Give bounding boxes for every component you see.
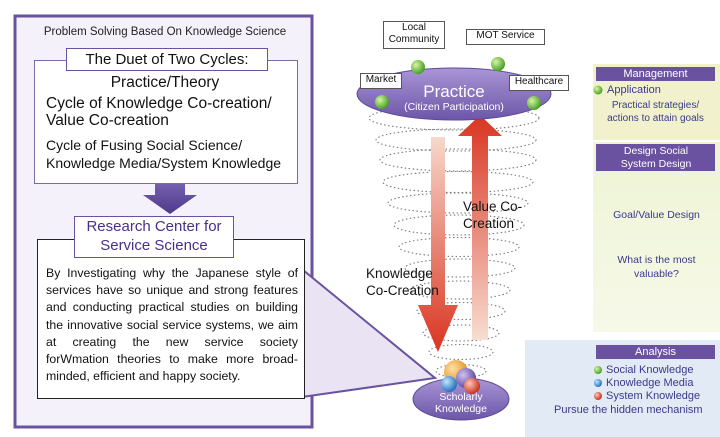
system-knowledge-label: System Knowledge (606, 390, 701, 402)
research-center-title: Research Center for Service Science (74, 216, 234, 258)
blue-sphere (441, 376, 457, 392)
body-text: By Investigating why the Japanese style … (46, 266, 298, 384)
duet-line-practice-theory: Practice/Theory (110, 74, 220, 91)
hidden-mechanism-label: Pursue the hidden mechanism (554, 404, 703, 416)
local-community-label: Local Community (383, 21, 445, 49)
social-knowledge-label: Social Knowledge (606, 364, 694, 376)
value-cocreation-label: Value Co-Creation (463, 199, 523, 231)
design-header-bg (596, 144, 715, 171)
system-knowledge-bullet (594, 392, 602, 400)
practice-label: Practice (423, 82, 485, 101)
design-panel-bg (593, 142, 720, 332)
body-box (37, 239, 305, 399)
spiral (368, 105, 540, 379)
citizen-participation-label: (Citizen Participation) (404, 101, 504, 113)
mot-service-label: MOT Service (466, 29, 545, 45)
knowledge-cocreation-arrow (418, 137, 458, 352)
duet-box (34, 60, 298, 184)
red-sphere (464, 378, 480, 394)
application-label: Application (607, 84, 661, 96)
down-arrow (143, 180, 197, 214)
design-header: Design Social System Design (620, 145, 692, 170)
social-knowledge-bullet (594, 366, 602, 374)
goal-value-design: Goal/Value Design (613, 209, 700, 221)
value-cocreation-arrow (458, 115, 502, 340)
duet-line-fusing: Cycle of Fusing Social Science/ Knowledg… (46, 137, 282, 171)
green-sphere-healthcare (527, 96, 541, 110)
most-valuable-question: What is the most valuable? (617, 254, 696, 280)
green-sphere-market (375, 95, 389, 109)
knowledge-media-label: Knowledge Media (606, 377, 694, 389)
management-header-bg (596, 67, 715, 81)
left-panel-title: Problem Solving Based On Knowledge Scien… (43, 26, 287, 38)
green-sphere-community (411, 60, 425, 74)
scholarly-knowledge-label: Scholarly Knowledge (435, 391, 487, 415)
healthcare-label: Healthcare (509, 75, 569, 91)
knowledge-cocreation-label: Knowledge Co-Creation (366, 266, 439, 298)
duet-title: The Duet of Two Cycles: (66, 48, 268, 71)
analysis-header: Analysis (635, 346, 676, 358)
market-label: Market (360, 73, 402, 89)
practice-ellipse (356, 67, 552, 121)
management-header: Management (623, 68, 688, 80)
duet-line-cocreation: Cycle of Knowledge Co-creation/ Value Co… (46, 95, 272, 129)
green-sphere-mot (491, 57, 505, 71)
management-text: Practical strategies/ actions to attain … (607, 100, 704, 124)
knowledge-media-bullet (594, 379, 602, 387)
analysis-header-bg (596, 345, 715, 359)
application-bullet (593, 85, 603, 95)
